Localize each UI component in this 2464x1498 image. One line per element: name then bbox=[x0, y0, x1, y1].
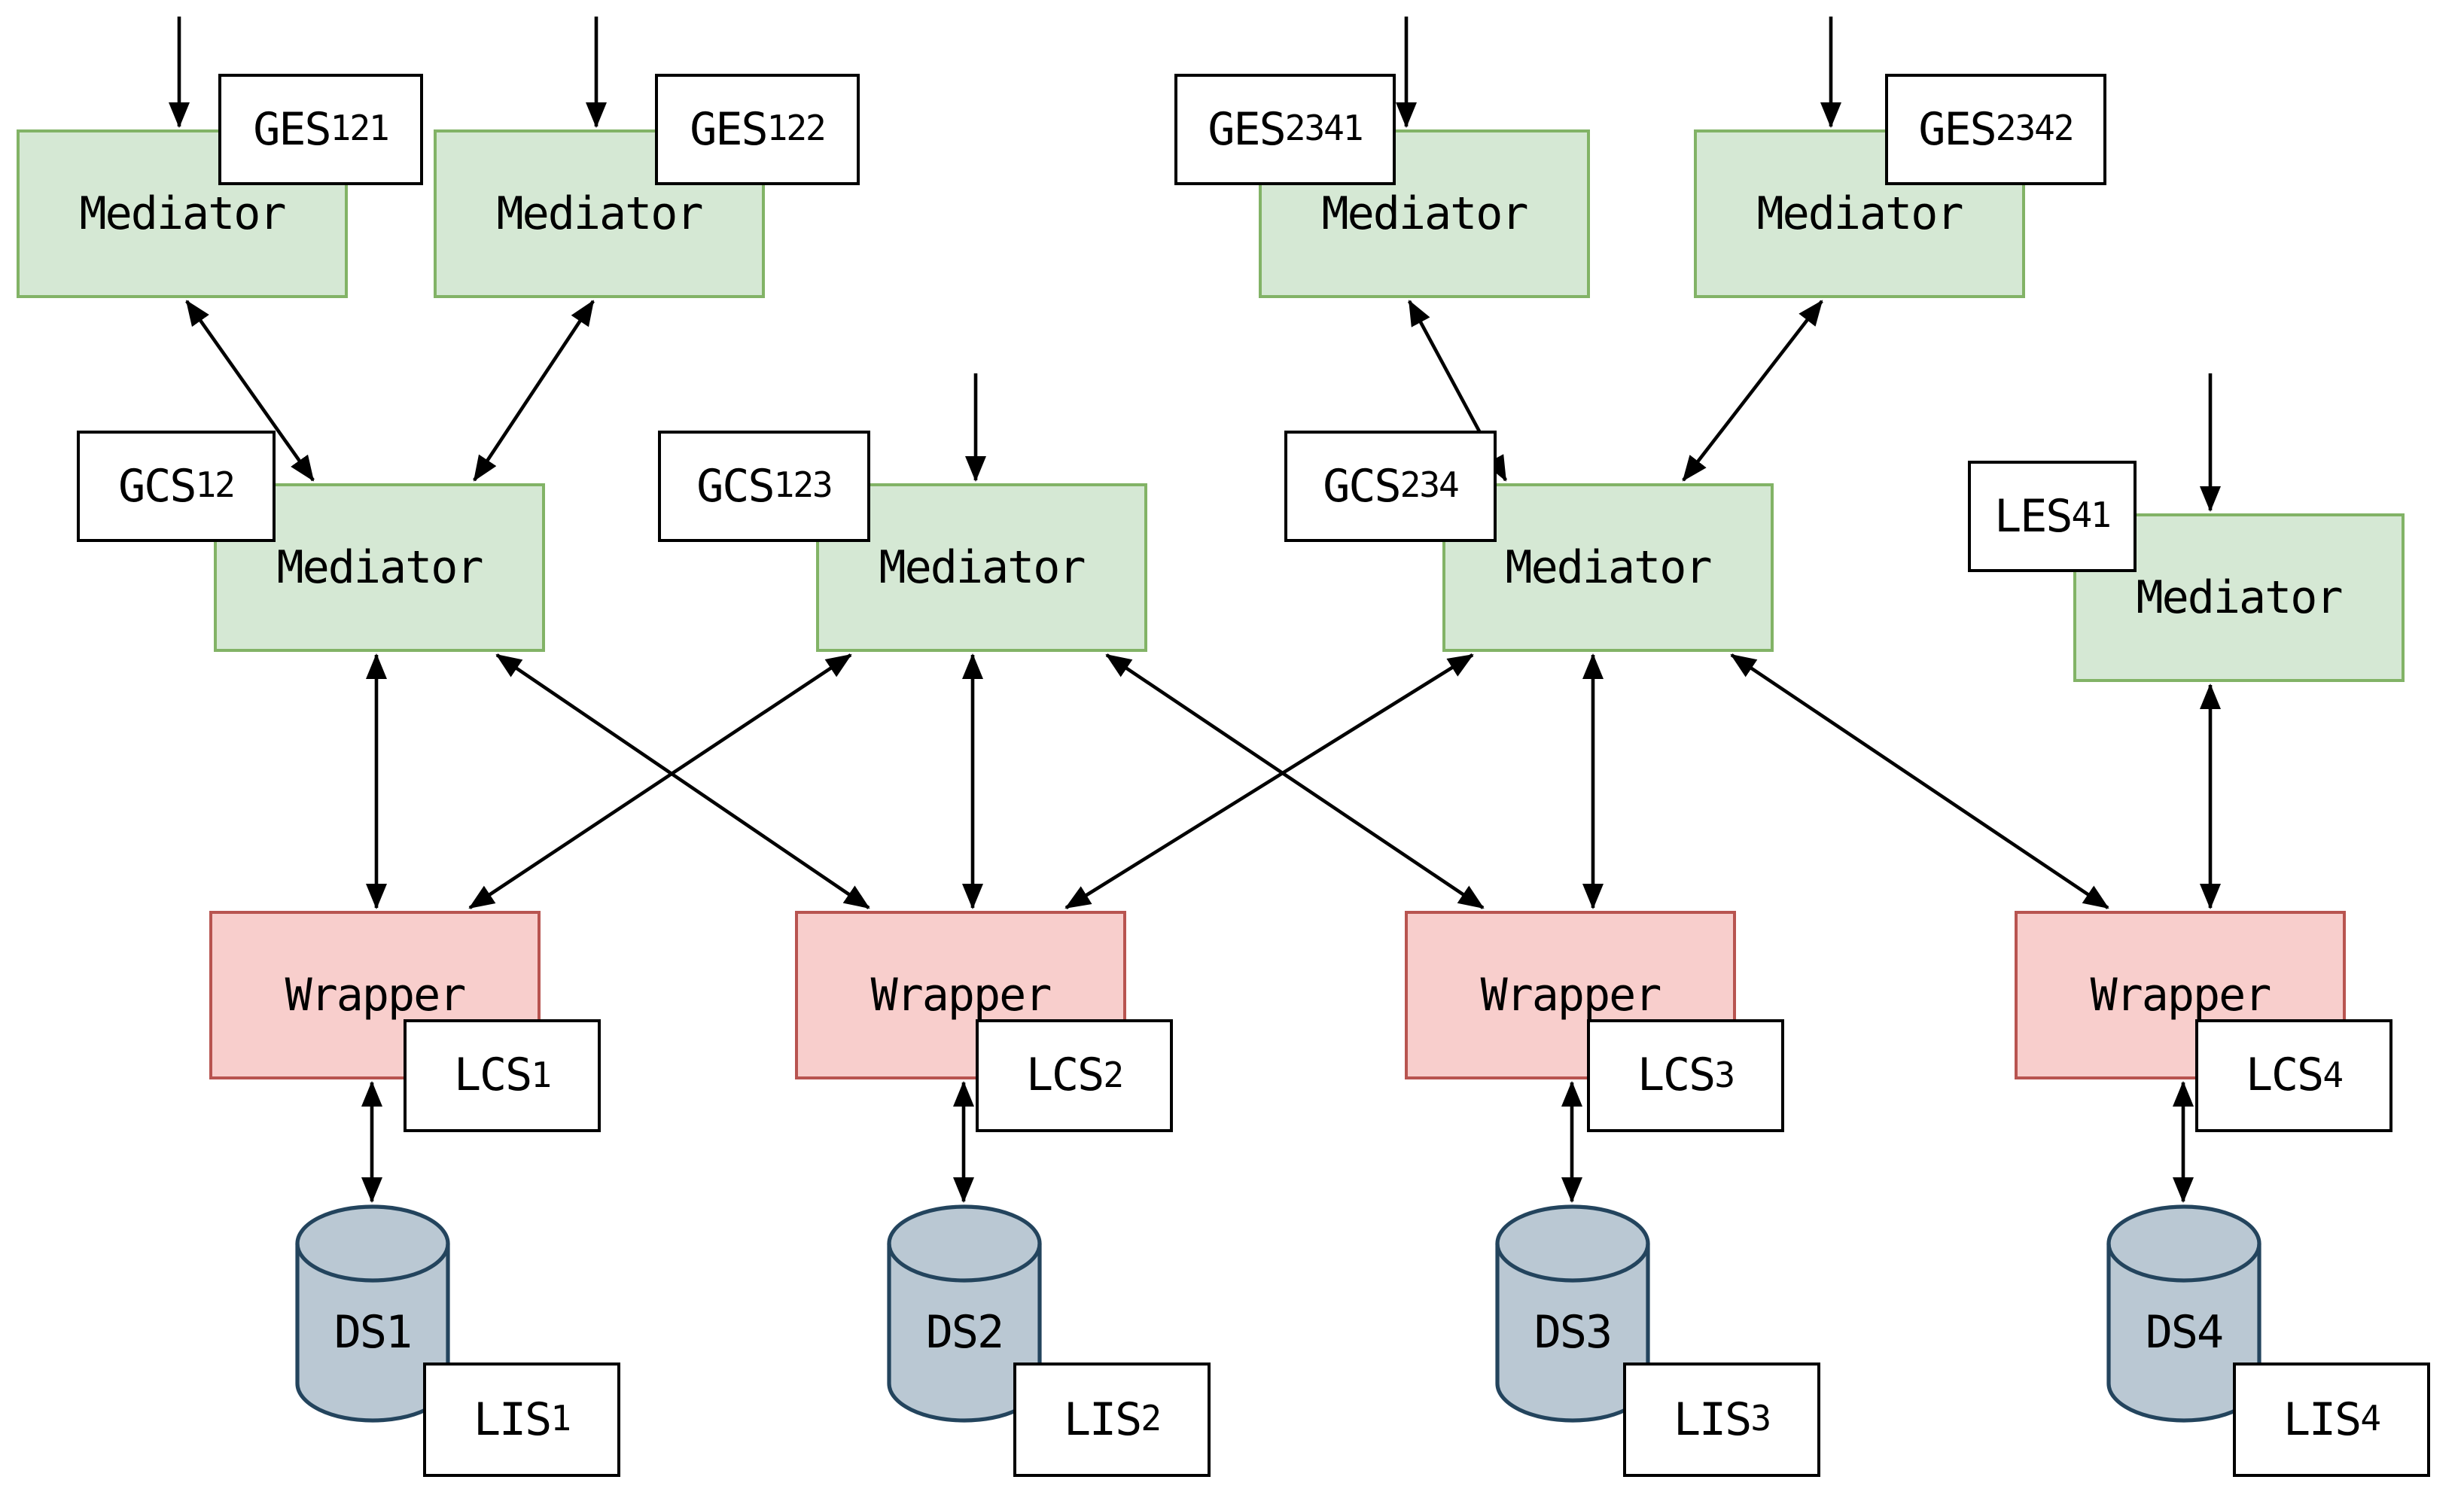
schema-base: LIS bbox=[1063, 1393, 1142, 1446]
datasource-name: DS1 bbox=[334, 1307, 413, 1359]
datasource-ds3: DS3 bbox=[1495, 1204, 1650, 1423]
mediator-title: Mediator bbox=[2136, 571, 2344, 624]
mediator-title: Mediator bbox=[1321, 187, 1529, 240]
datasource-name: DS2 bbox=[925, 1307, 1004, 1359]
schema-base: LCS bbox=[1025, 1049, 1104, 1102]
wrapper-title: Wrapper bbox=[285, 969, 467, 1022]
wrapper-title: Wrapper bbox=[870, 969, 1052, 1022]
schema-base: GCS bbox=[696, 460, 775, 513]
schema-base: GES bbox=[253, 103, 331, 156]
schema-base: LES bbox=[1994, 490, 2073, 543]
arrow-ges122-gcs12 bbox=[473, 300, 595, 482]
schema-base: LCS bbox=[2245, 1049, 2324, 1102]
schema-base: LCS bbox=[453, 1049, 532, 1102]
arrow-gcs123-wrapper1 bbox=[468, 653, 852, 909]
datasource-name: DS3 bbox=[1534, 1307, 1613, 1359]
mediator-title: Mediator bbox=[1756, 187, 1964, 240]
mediator-gcs123: Mediator bbox=[816, 483, 1147, 652]
schema-base: GES bbox=[1208, 103, 1286, 156]
schema-base: LIS bbox=[1673, 1393, 1752, 1446]
mediator-ges122: Mediator bbox=[434, 129, 765, 298]
schema-base: LIS bbox=[473, 1393, 552, 1446]
arrow-gcs12-wrapper2 bbox=[495, 653, 870, 909]
arrow-ges2342-gcs234 bbox=[1682, 300, 1823, 482]
mediator-title: Mediator bbox=[79, 187, 287, 240]
mediator-title: Mediator bbox=[496, 187, 704, 240]
mediator-title: Mediator bbox=[1505, 541, 1713, 594]
schema-base: GCS bbox=[118, 460, 196, 513]
wrapper-1: Wrapper bbox=[209, 911, 541, 1079]
schema-base: GES bbox=[1918, 103, 1996, 156]
datasource-ds4: DS4 bbox=[2106, 1204, 2261, 1423]
schema-base: LCS bbox=[1637, 1049, 1716, 1102]
mediator-title: Mediator bbox=[879, 541, 1086, 594]
arrow-gcs234-wrapper4 bbox=[1730, 653, 2109, 909]
schema-base: GES bbox=[690, 103, 768, 156]
wrapper-title: Wrapper bbox=[1480, 969, 1662, 1022]
mediator-title: Mediator bbox=[276, 541, 484, 594]
arrow-gcs234-wrapper2 bbox=[1064, 653, 1474, 909]
datasource-ds1: DS1 bbox=[295, 1204, 450, 1423]
wrapper-title: Wrapper bbox=[2090, 969, 2272, 1022]
datasource-name: DS4 bbox=[2145, 1307, 2224, 1359]
schema-base: GCS bbox=[1323, 460, 1401, 513]
mediator-gcs234: Mediator bbox=[1442, 483, 1774, 652]
datasource-ds2: DS2 bbox=[887, 1204, 1042, 1423]
arrow-gcs123-wrapper3 bbox=[1105, 653, 1485, 909]
schema-base: LIS bbox=[2283, 1393, 2362, 1446]
